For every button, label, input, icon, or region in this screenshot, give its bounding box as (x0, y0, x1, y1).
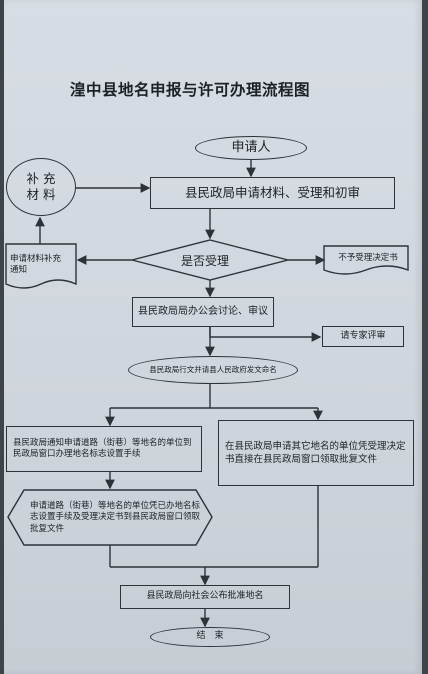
node-reject-label: 不予受理决定书 (338, 253, 398, 263)
edge-office-to-expert (209, 327, 322, 342)
node-supplement-materials: 补 充 材 料 (6, 158, 76, 216)
page-title: 湟中县地名申报与许可办理流程图 (70, 81, 311, 99)
node-county-government: 县民政局行文并请县人民政府发文命名 (128, 356, 298, 384)
node-start-applicant: 申请人 (195, 136, 307, 160)
node-office-meeting: 县民政局局办公会讨论、审议 (132, 297, 274, 327)
node-expert-review: 请专家评审 (322, 326, 404, 347)
node-notify-supplement-label: 申请材料补充 通知 (6, 248, 78, 282)
node-supplement-label: 补 充 材 料 (26, 170, 56, 202)
node-accept-materials: 县民政局申请材料、受理和初审 (150, 177, 395, 209)
node-hex-step-label: 申请道路（街巷）等地名的单位凭已办地名标志设置手续及受理决定书到县民政局窗口领取… (30, 500, 201, 534)
node-end: 结 束 (150, 627, 270, 647)
node-decision-label: 是否受理 (180, 253, 229, 268)
notify-text: 申请材料补充 通知 (10, 253, 62, 275)
node-announce: 县民政局向社会公布批准地名 (120, 585, 290, 609)
node-right-branch: 在县民政局申请其它地名的单位凭受理决定书直接在县民政局窗口领取批复文件 (218, 420, 414, 486)
node-left-branch: 县民政局通知申请道路（街巷）等地名的单位到民政局窗口办理地名标志设置手续 (6, 426, 202, 472)
notify-document-shape (5, 243, 77, 289)
hex-step-shape (7, 489, 213, 546)
reject-document-shape (323, 245, 409, 275)
